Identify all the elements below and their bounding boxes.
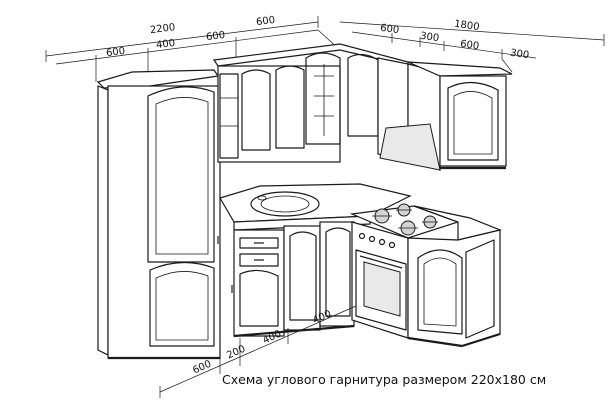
dim-top-left-1: 600 <box>105 46 125 59</box>
base-cabinet-right <box>407 205 502 348</box>
stove <box>349 203 460 339</box>
dim-top-right-1: 600 <box>379 23 399 37</box>
dim-top-right-3: 600 <box>459 39 479 53</box>
base-door-3 <box>325 227 351 317</box>
burners <box>372 203 438 236</box>
wall-door-4 <box>347 53 379 137</box>
wall-glass-door <box>305 52 341 145</box>
dim-top-left-3: 600 <box>205 30 225 43</box>
oven-window <box>363 261 401 317</box>
diagram-caption: Схема углового гарнитура размером 220x18… <box>222 372 547 387</box>
tall-lower-door <box>149 261 215 347</box>
drawer-1 <box>239 237 279 249</box>
oven-door <box>355 249 407 331</box>
wall-door-2 <box>275 65 305 149</box>
base-cabinets-left <box>233 221 355 338</box>
tall-cabinet <box>96 69 233 360</box>
wall-door-1 <box>241 69 271 151</box>
dim-top-right-2: 300 <box>419 31 439 45</box>
dim-top-left-4: 600 <box>255 15 275 28</box>
wall-cabinets-left <box>212 43 409 163</box>
wall-cabinet-right <box>407 61 513 170</box>
hood-area <box>377 57 441 171</box>
dim-top-right-4: 300 <box>509 48 529 62</box>
dim-top-total-right: 1800 <box>453 19 480 33</box>
base-door-1 <box>239 269 279 327</box>
bottom-dimensions: 600 200 400 400 <box>159 300 357 398</box>
base-door-right <box>417 249 463 335</box>
dim-top-total-left: 2200 <box>149 22 176 36</box>
tall-upper-door <box>147 86 215 263</box>
base-door-2 <box>289 231 317 321</box>
wall-door-right <box>447 81 499 161</box>
drawer-2 <box>239 253 279 267</box>
dim-top-left-2: 400 <box>155 38 175 51</box>
top-dimensions: 2200 600 400 600 600 1800 600 300 600 30… <box>45 15 605 82</box>
